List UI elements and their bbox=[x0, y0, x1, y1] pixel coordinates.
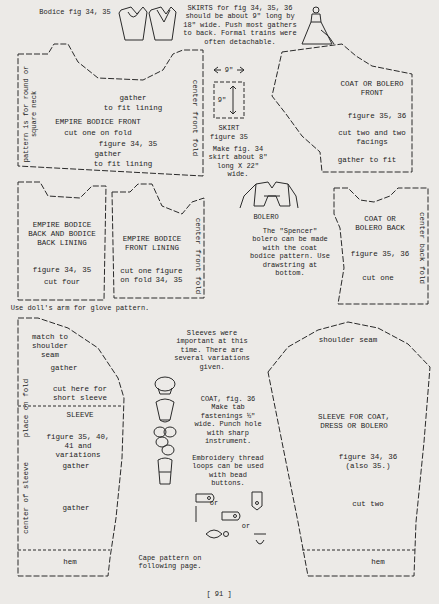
piece-label: center back fold bbox=[417, 203, 426, 293]
piece-label: figure 34, 36 (also 35.) bbox=[338, 453, 398, 471]
note-text: SKIRT bbox=[209, 124, 249, 132]
bolero-sketch bbox=[240, 182, 298, 208]
piece-label: center of sleeve bbox=[22, 458, 31, 538]
piece-label: center front fold bbox=[190, 68, 199, 168]
piece-outline bbox=[334, 188, 428, 304]
note-text: Bodice fig 34, 35 bbox=[33, 8, 117, 16]
piece-outline bbox=[272, 44, 412, 172]
piece-label: SLEEVE FOR COAT, DRESS OR BOLERO bbox=[309, 413, 399, 431]
note-text: BOLERO bbox=[246, 213, 286, 221]
guide-line bbox=[302, 550, 415, 551]
piece-label: figure 34, 35 bbox=[23, 266, 101, 275]
piece-label: to fit lining bbox=[98, 104, 168, 113]
cut-line bbox=[334, 188, 428, 304]
note-text: Cape pattern on following page. bbox=[130, 554, 210, 571]
piece-label: cut one bbox=[353, 274, 403, 283]
note-text: [ 91 ] bbox=[199, 590, 239, 598]
pattern-piece: EMPIRE BODICE FRONT LINING cut one on fol… bbox=[112, 184, 204, 298]
note-text: or bbox=[208, 499, 220, 507]
note-text: Sleeves were important at this time. The… bbox=[167, 329, 257, 371]
note-text: or bbox=[240, 522, 252, 530]
piece-label: shoulder seam bbox=[313, 336, 383, 345]
piece-label: place on fold bbox=[22, 373, 31, 443]
piece-label: figure 35, 40, 41 and variations bbox=[43, 433, 113, 460]
piece-label: figure 35, 36 bbox=[350, 250, 410, 259]
piece-label: gather bbox=[44, 364, 84, 373]
pattern-piece: EMPIRE BODICE BACK AND BODICE BACK LININ… bbox=[18, 182, 106, 300]
piece-label: to fit lining bbox=[88, 160, 158, 169]
note-text: Embroidery thread loops can be used with… bbox=[192, 454, 264, 488]
piece-label: gather bbox=[56, 462, 96, 471]
sleeve-variations bbox=[154, 377, 176, 484]
piece-label: COAT OR BOLERO FRONT bbox=[337, 80, 407, 98]
note-text: Make fig. 34 skirt about 8" long X 22" w… bbox=[207, 145, 269, 179]
piece-label: EMPIRE BODICE FRONT bbox=[48, 118, 148, 127]
guide-line bbox=[18, 406, 123, 550]
note-text: Use doll's arm for glove pattern. bbox=[10, 304, 150, 312]
piece-label: gather to fit bbox=[332, 156, 402, 165]
cut-line bbox=[272, 44, 412, 172]
piece-label: cut one on fold bbox=[58, 129, 138, 138]
bodice-sketch bbox=[119, 7, 176, 40]
cut-line bbox=[18, 318, 124, 576]
piece-label: gather bbox=[56, 504, 96, 513]
piece-label: SLEEVE bbox=[55, 411, 105, 420]
piece-label: EMPIRE BODICE BACK AND BODICE BACK LININ… bbox=[23, 221, 101, 248]
piece-label: cut two bbox=[343, 500, 393, 509]
pattern-piece: COAT OR BOLERO FRONT figure 35, 36 cut two… bbox=[272, 44, 412, 172]
piece-label: hem bbox=[55, 558, 85, 567]
skirt-dimension bbox=[214, 67, 244, 118]
pattern-piece: COAT OR BOLERO BACK figure 35, 36 cut one c… bbox=[334, 188, 428, 304]
piece-label: figure 34, 35 bbox=[93, 140, 163, 149]
cut-line bbox=[112, 184, 204, 298]
piece-label: figure 34, 35 bbox=[153, 267, 185, 285]
piece-label: match to shoulder seam bbox=[27, 333, 73, 360]
note-text: SKIRTS for fig 34, 35, 36 should be abou… bbox=[180, 4, 300, 46]
piece-label: hem bbox=[363, 558, 393, 567]
piece-label: cut four bbox=[32, 278, 92, 287]
note-text: 9" bbox=[215, 96, 229, 104]
piece-label: cut here for short sleeve bbox=[45, 385, 115, 403]
piece-label: cut one on fold bbox=[118, 267, 154, 285]
piece-label: cut two and two facings bbox=[337, 129, 407, 147]
piece-label: pattern is for round or square neck bbox=[22, 62, 39, 166]
pattern-piece: pattern is for round or square neck gathe… bbox=[18, 26, 203, 176]
piece-label: EMPIRE BODICE FRONT LINING bbox=[119, 235, 185, 253]
pattern-piece: match to shoulder seam gather place on fol… bbox=[18, 318, 126, 576]
piece-outline bbox=[268, 322, 430, 576]
note-text: figure 35 bbox=[207, 133, 251, 141]
pattern-piece: shoulder seamSLEEVE FOR COAT, DRESS OR B… bbox=[268, 322, 430, 576]
cut-line bbox=[18, 44, 203, 176]
note-text: COAT, fig. 36 Make tab fastenings ½" wid… bbox=[193, 395, 263, 445]
note-text: The "Spencer" bolero can be made with th… bbox=[250, 227, 330, 277]
note-text: 9" bbox=[221, 66, 237, 74]
piece-label: COAT OR BOLERO BACK bbox=[350, 215, 410, 233]
piece-label: center front fold bbox=[193, 216, 202, 296]
cut-line bbox=[18, 182, 106, 300]
cut-line bbox=[268, 322, 430, 576]
piece-label: gather bbox=[88, 150, 128, 159]
piece-label: gather bbox=[103, 94, 163, 103]
piece-label: figure 35, 36 bbox=[347, 112, 407, 121]
dress-sketch bbox=[302, 7, 334, 44]
fastening-sketch bbox=[196, 492, 266, 544]
